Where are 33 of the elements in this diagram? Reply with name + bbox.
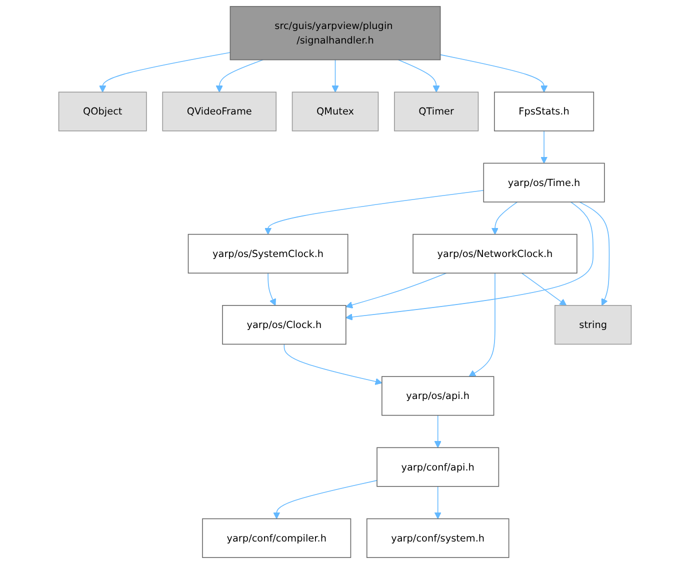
arrow — [273, 480, 378, 520]
arrow — [284, 344, 382, 385]
node-box: yarp/os/SystemClock.h — [188, 234, 348, 274]
arrow — [346, 272, 447, 308]
arrow — [398, 59, 440, 92]
arrow — [268, 272, 276, 306]
arrow — [99, 52, 231, 92]
node-box: src/guis/yarpview/plugin /signalhandler.h — [230, 6, 441, 60]
node-box: yarp/os/Clock.h — [222, 305, 346, 345]
node-box: QVideoFrame — [162, 92, 277, 132]
arrow — [434, 486, 442, 520]
node-box: yarp/conf/api.h — [376, 447, 500, 487]
arrow — [434, 414, 442, 448]
arrow — [346, 202, 594, 321]
node-box: yarp/conf/compiler.h — [202, 518, 352, 558]
node-box: QTimer — [394, 92, 479, 132]
arrow — [332, 59, 339, 92]
node-box: yarp/os/NetworkClock.h — [412, 234, 578, 274]
node-box: yarp/conf/system.h — [366, 518, 510, 558]
node-box: FpsStats.h — [494, 92, 594, 132]
arrow — [579, 202, 610, 306]
arrow — [540, 130, 548, 164]
node-box: QObject — [58, 92, 147, 132]
node-box: string — [554, 305, 632, 345]
node-box: QMutex — [292, 92, 379, 132]
arrow — [216, 59, 264, 92]
arrow — [440, 54, 548, 92]
node-box: yarp/os/api.h — [382, 376, 494, 416]
arrow — [468, 272, 496, 377]
node-box: yarp/os/Time.h — [483, 162, 605, 202]
arrow — [264, 190, 484, 235]
arrow — [491, 202, 518, 235]
arrow — [521, 272, 567, 306]
